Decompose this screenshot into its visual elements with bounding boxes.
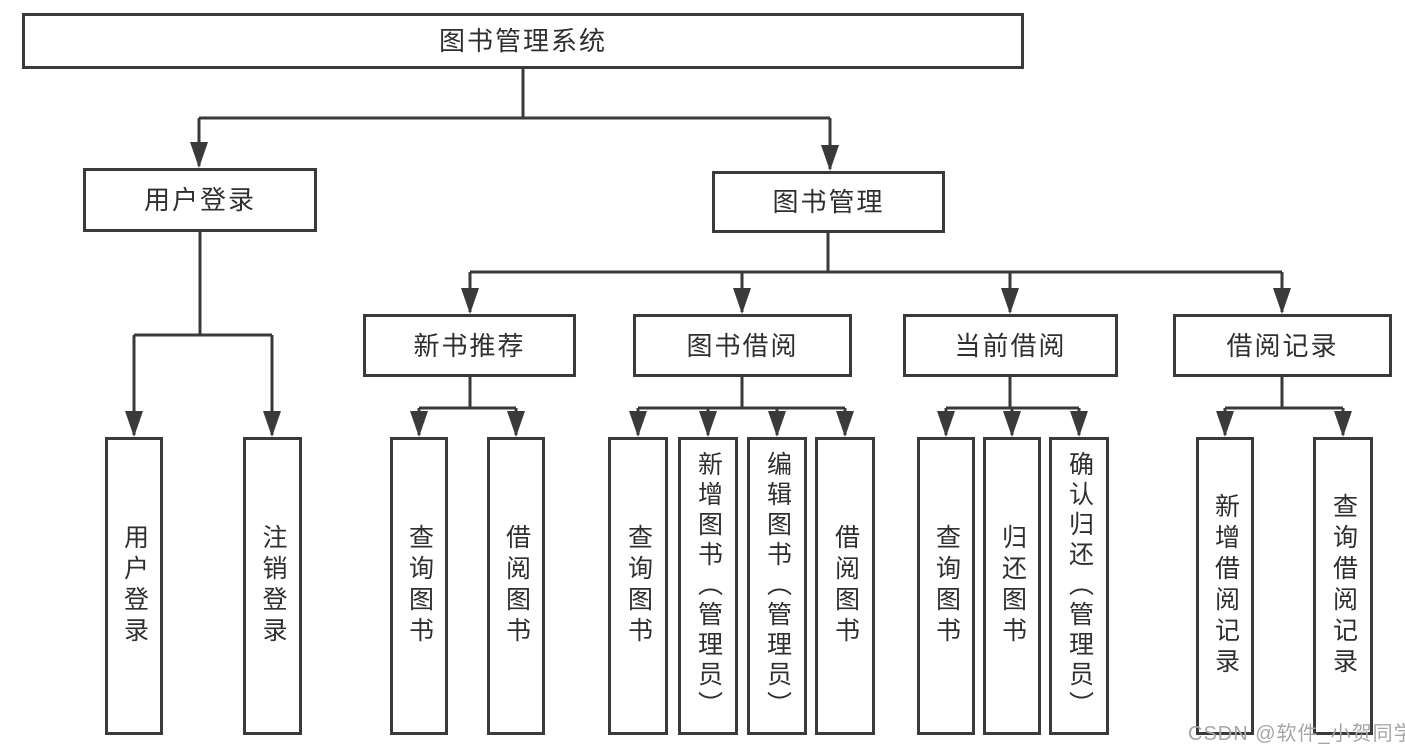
leaf-add-borrow-record: 新增借阅记录: [1196, 437, 1254, 735]
leaf-borrow-books-recommend: 借阅图书: [487, 437, 545, 735]
node-user-login: 用户登录: [83, 168, 317, 232]
node-book-management: 图书管理: [712, 171, 945, 233]
csdn-watermark: CSDN @软件_小贺同学: [1188, 723, 1405, 745]
leaf-query-books-recommend: 查询图书: [390, 437, 448, 735]
leaf-query-borrow-record: 查询借阅记录: [1313, 437, 1373, 735]
leaf-return-books: 归还图书: [983, 437, 1041, 735]
node-current-borrowing: 当前借阅: [903, 314, 1118, 377]
node-book-borrowing: 图书借阅: [633, 314, 852, 377]
leaf-logout: 注销登录: [243, 437, 302, 735]
node-root-book-management-system: 图书管理系统: [22, 13, 1024, 69]
leaf-add-books-admin: 新增图书（管理员）: [678, 437, 738, 735]
leaf-edit-books-admin: 编辑图书（管理员）: [747, 437, 807, 735]
leaf-user-login: 用户登录: [105, 437, 163, 735]
node-new-book-recommend: 新书推荐: [363, 314, 576, 377]
node-borrowing-records: 借阅记录: [1173, 314, 1392, 377]
leaf-confirm-return-admin: 确认归还（管理员）: [1049, 437, 1109, 735]
leaf-borrow-books: 借阅图书: [815, 437, 875, 735]
leaf-query-books-borrowing: 查询图书: [608, 437, 668, 735]
leaf-query-books-current: 查询图书: [917, 437, 975, 735]
